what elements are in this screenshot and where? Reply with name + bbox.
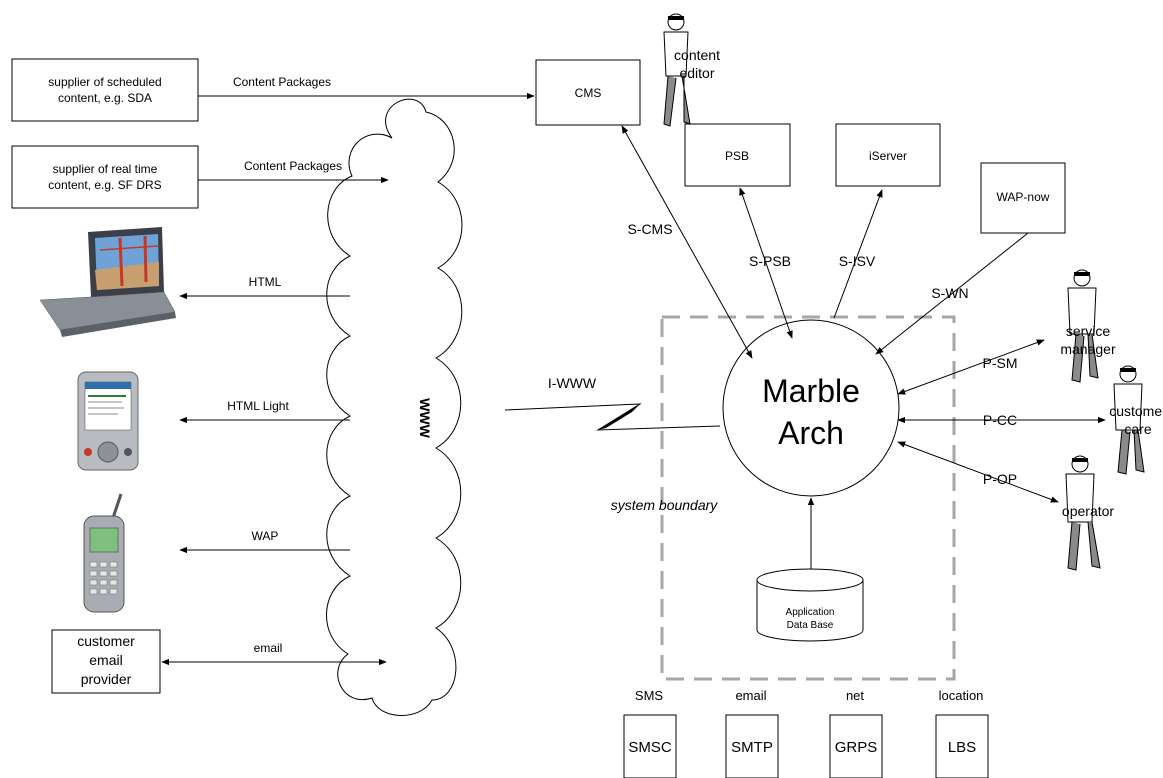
scheduled-supplier-line1: supplier of scheduled — [48, 75, 161, 89]
email-provider-line2: email — [89, 652, 122, 668]
gateway-label-smsc: SMSC — [628, 739, 672, 756]
database-line1: Application — [786, 607, 835, 618]
gateway-box-smtp — [725, 714, 779, 778]
customer-care-line1: customer — [1109, 403, 1163, 419]
gateway-box-lbs — [935, 714, 989, 778]
html-label: HTML — [249, 275, 282, 289]
i-www-link — [504, 403, 721, 431]
p-op-label: P-OP — [983, 471, 1017, 487]
s-isv-label: S-ISV — [839, 253, 876, 269]
p-cc-label: P-CC — [983, 412, 1017, 428]
gateway-label-lbs: LBS — [948, 739, 976, 756]
gateway-caption-lbs: location — [939, 688, 984, 703]
scheduled-supplier-line2: content, e.g. SDA — [58, 91, 152, 105]
cms-label: CMS — [575, 86, 602, 100]
iserver-label: iServer — [869, 149, 907, 163]
marble-arch-circle — [722, 319, 900, 497]
s-wn-label: S-WN — [931, 285, 968, 301]
iserver-box: iServer — [835, 123, 941, 187]
content-editor-line2: editor — [679, 65, 714, 81]
service-manager-line2: manager — [1060, 341, 1116, 357]
p-sm-arrow — [897, 339, 1045, 395]
wapnow-box: WAP-now — [980, 162, 1066, 234]
s-wn-arrow — [875, 232, 1029, 355]
database-cylinder: Application Data Base — [756, 568, 864, 642]
wap-label: WAP — [252, 529, 279, 543]
scheduled-supplier-box: supplier of scheduled content, e.g. SDA — [11, 58, 199, 122]
marble-arch-line2: Arch — [778, 415, 844, 451]
system-boundary — [660, 315, 956, 681]
laptop-icon — [39, 227, 176, 337]
s-psb-label: S-PSB — [749, 253, 791, 269]
html-light-label: HTML Light — [227, 399, 289, 413]
p-op-arrow — [897, 441, 1059, 503]
service-manager-person-icon — [1067, 269, 1099, 383]
gateway-caption-smsc: SMS — [635, 688, 664, 703]
customer-care-person-icon — [1113, 365, 1145, 475]
s-cms-label: S-CMS — [627, 221, 672, 237]
content-packages-label-2: Content Packages — [244, 159, 342, 173]
email-provider-box: customer email provider — [51, 629, 161, 694]
email-provider-line3: provider — [81, 671, 132, 687]
i-www-label: I-WWW — [548, 375, 597, 391]
psb-box: PSB — [684, 123, 791, 187]
p-sm-label: P-SM — [983, 355, 1018, 371]
s-psb-arrow — [739, 187, 793, 339]
gateway-label-smtp: SMTP — [731, 739, 773, 756]
operator-person-icon — [1065, 455, 1101, 571]
content-editor-person-icon — [663, 13, 691, 127]
content-editor-line1: content — [674, 47, 720, 63]
s-isv-arrow — [833, 189, 883, 319]
service-manager-line1: service — [1066, 323, 1111, 339]
operator-label: operator — [1062, 503, 1114, 519]
customer-care-line2: care — [1124, 421, 1151, 437]
realtime-supplier-box: supplier of real time content, e.g. SF D… — [11, 145, 199, 209]
cms-box: CMS — [535, 59, 641, 126]
mobile-phone-icon — [83, 493, 125, 613]
database-line2: Data Base — [787, 620, 834, 631]
system-boundary-label: system boundary — [611, 497, 719, 513]
realtime-supplier-line1: supplier of real time — [53, 162, 158, 176]
gateway-label-grps: GRPS — [835, 739, 878, 756]
gateway-box-grps — [829, 714, 883, 778]
www-cloud — [326, 98, 463, 716]
pda-icon — [77, 371, 139, 471]
i-www-bolt — [598, 404, 640, 430]
content-packages-label-1: Content Packages — [233, 75, 331, 89]
gateway-caption-grps: net — [846, 688, 864, 703]
www-label: WWW — [417, 398, 433, 438]
realtime-supplier-line2: content, e.g. SF DRS — [48, 178, 161, 192]
marble-arch-line1: Marble — [762, 373, 860, 409]
gateway-caption-smtp: email — [735, 688, 766, 703]
wapnow-label: WAP-now — [997, 190, 1050, 204]
s-cms-arrow — [621, 125, 753, 359]
psb-label: PSB — [725, 149, 749, 163]
email-label: email — [254, 641, 283, 655]
email-provider-line1: customer — [77, 633, 135, 649]
gateway-box-smsc — [623, 714, 677, 778]
